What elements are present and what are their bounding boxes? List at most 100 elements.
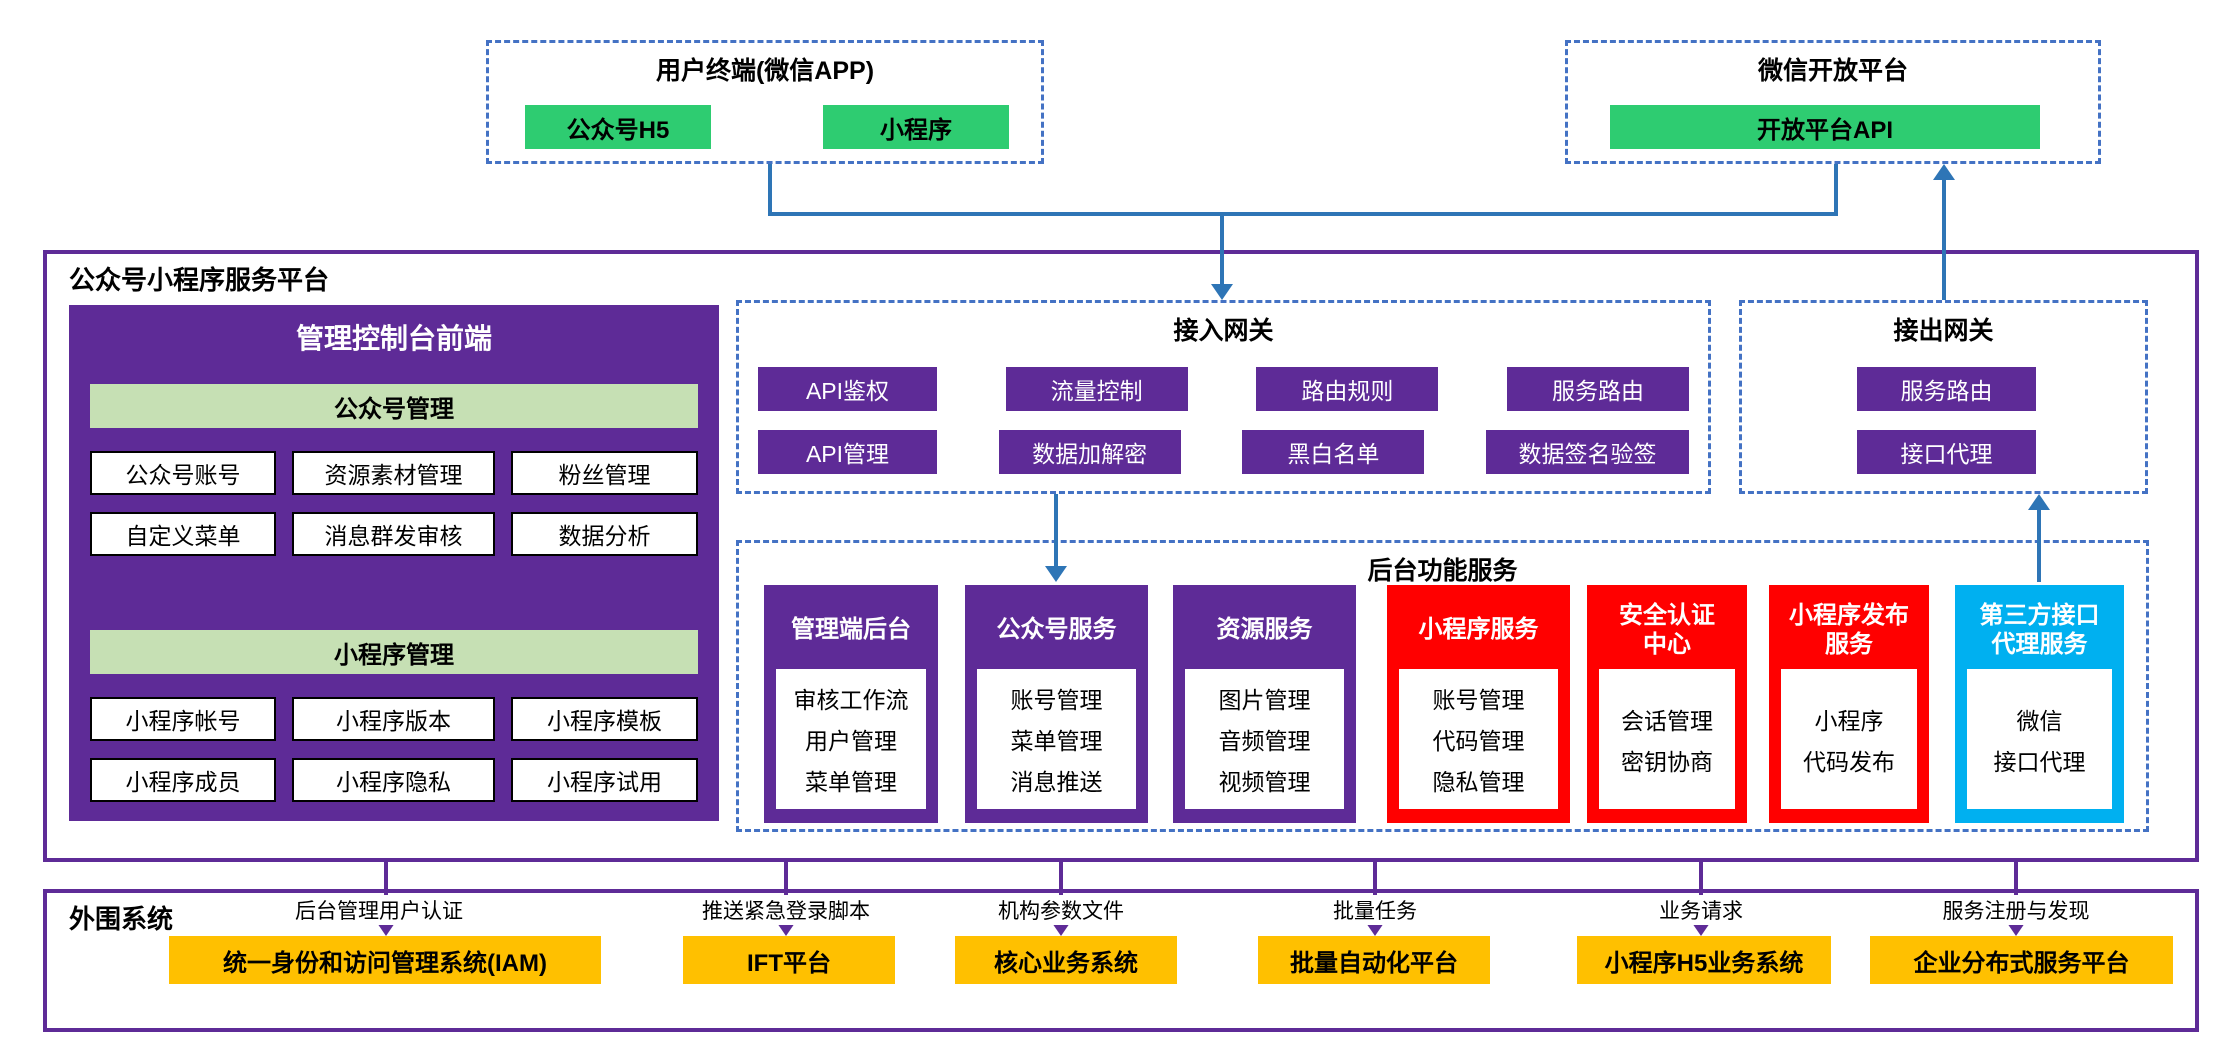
- system-mp-h5: 小程序H5业务系统: [1577, 936, 1831, 984]
- connection-label: 业务请求: [1653, 895, 1749, 925]
- service-item: 代码发布: [1803, 748, 1895, 775]
- service-title: 资源服务: [1216, 616, 1313, 644]
- egress-gateway: 接出网关 服务路由 接口代理: [1739, 300, 2148, 494]
- service-admin-backend: 管理端后台 审核工作流 用户管理 菜单管理: [764, 585, 938, 823]
- gateway-item: API管理: [758, 430, 937, 474]
- connection-label: 机构参数文件: [992, 895, 1130, 925]
- platform-frame: 公众号小程序服务平台 管理控制台前端 公众号管理 公众号账号 资源素材管理 粉丝…: [43, 250, 2199, 862]
- console-cell: 小程序成员: [90, 758, 276, 802]
- console-cell: 小程序帐号: [90, 697, 276, 741]
- service-item: 音频管理: [1218, 728, 1311, 754]
- service-item: 隐私管理: [1432, 769, 1525, 795]
- arrowhead-to-ingress: [1211, 284, 1233, 300]
- service-item: 账号管理: [1010, 687, 1103, 713]
- arrow-to-distributed-line: [2014, 862, 2018, 921]
- arrow-egress-to-openapi-line: [1942, 179, 1946, 300]
- user-terminal-group: 用户终端(微信APP) 公众号H5 小程序: [486, 40, 1044, 164]
- service-item: 微信: [2016, 707, 2063, 734]
- service-thirdparty-proxy: 第三方接口 代理服务 微信 接口代理: [1955, 585, 2124, 823]
- service-body: 图片管理 音频管理 视频管理: [1185, 669, 1344, 809]
- egress-gateway-title: 接出网关: [1893, 317, 1994, 345]
- service-body: 小程序 代码发布: [1781, 669, 1917, 809]
- ingress-gateway-title: 接入网关: [1173, 317, 1274, 345]
- console-cell: 粉丝管理: [511, 451, 698, 495]
- arrow-to-iam-line: [384, 862, 388, 921]
- arrow-to-core-line: [1059, 862, 1063, 921]
- arrowhead-ingress-to-backend: [1045, 566, 1067, 582]
- service-body: 微信 接口代理: [1967, 669, 2112, 809]
- system-distributed-service: 企业分布式服务平台: [1870, 936, 2173, 984]
- gateway-item: 服务路由: [1506, 367, 1689, 411]
- connection-label: 后台管理用户认证: [289, 895, 469, 925]
- console-cell: 小程序试用: [511, 758, 698, 802]
- service-item: 图片管理: [1218, 687, 1311, 713]
- console-cell: 消息群发审核: [292, 512, 495, 556]
- gateway-item: API鉴权: [758, 367, 937, 411]
- service-official-account: 公众号服务 账号管理 菜单管理 消息推送: [965, 585, 1148, 823]
- ingress-gateway: 接入网关 API鉴权 流量控制 路由规则 服务路由 API管理 数据加解密 黑白…: [736, 300, 1711, 494]
- backend-services-group: 后台功能服务 管理端后台 审核工作流 用户管理 菜单管理 公众号服务 账号管理 …: [736, 540, 2149, 832]
- ingress-row-1: API鉴权 流量控制 路由规则 服务路由: [758, 367, 1689, 411]
- system-ift: IFT平台: [683, 936, 895, 984]
- console-cell: 数据分析: [511, 512, 698, 556]
- arrow-ingress-to-backend-line: [1054, 494, 1058, 567]
- service-item: 菜单管理: [805, 769, 897, 795]
- arrowhead-proxy-to-egress: [2028, 494, 2050, 510]
- official-account-grid: 公众号账号 资源素材管理 粉丝管理 自定义菜单 消息群发审核 数据分析: [90, 451, 698, 556]
- wechat-open-group: 微信开放平台 开放平台API: [1565, 40, 2101, 164]
- arrowhead-egress-to-openapi: [1933, 164, 1955, 180]
- service-miniprogram: 小程序服务 账号管理 代码管理 隐私管理: [1387, 585, 1570, 823]
- service-item: 小程序: [1814, 707, 1884, 734]
- wechat-open-title: 微信开放平台: [1757, 57, 1908, 85]
- arrow-to-batch-line: [1373, 862, 1377, 921]
- connection-label: 推送紧急登录脚本: [696, 895, 876, 925]
- user-terminal-title: 用户终端(微信APP): [655, 57, 875, 85]
- service-item: 视频管理: [1218, 769, 1311, 795]
- arrow-to-h5-line: [1699, 862, 1703, 921]
- backend-services-title: 后台功能服务: [1367, 557, 1518, 585]
- service-item: 账号管理: [1432, 687, 1525, 713]
- service-body: 审核工作流 用户管理 菜单管理: [776, 669, 926, 809]
- connection-label: 服务注册与发现: [1936, 895, 2096, 925]
- gateway-item: 服务路由: [1857, 367, 2036, 411]
- service-mp-release: 小程序发布 服务 小程序 代码发布: [1769, 585, 1929, 823]
- console-cell: 自定义菜单: [90, 512, 276, 556]
- service-title: 小程序服务: [1418, 616, 1539, 644]
- arrow-to-ift-line: [784, 862, 788, 921]
- platform-title: 公众号小程序服务平台: [69, 265, 330, 295]
- section-header-official-account: 公众号管理: [90, 384, 698, 428]
- gateway-item: 接口代理: [1857, 430, 2036, 474]
- gateway-item: 黑白名单: [1242, 430, 1425, 474]
- gateway-item: 路由规则: [1256, 367, 1439, 411]
- peripheral-title: 外围系统: [69, 904, 174, 934]
- gateway-item: 流量控制: [1005, 367, 1188, 411]
- service-item: 用户管理: [805, 728, 897, 754]
- service-title: 管理端后台: [791, 616, 911, 644]
- connection-label: 批量任务: [1327, 895, 1423, 925]
- service-item: 会话管理: [1621, 707, 1713, 734]
- section-header-miniprogram: 小程序管理: [90, 630, 698, 674]
- console-panel: 管理控制台前端 公众号管理 公众号账号 资源素材管理 粉丝管理 自定义菜单 消息…: [69, 305, 719, 821]
- service-body: 会话管理 密钥协商: [1599, 669, 1735, 809]
- miniprogram-grid: 小程序帐号 小程序版本 小程序模板 小程序成员 小程序隐私 小程序试用: [90, 697, 698, 802]
- arrow-openapi-down-segment: [1834, 164, 1838, 214]
- node-open-api: 开放平台API: [1610, 105, 2040, 149]
- service-body: 账号管理 菜单管理 消息推送: [977, 669, 1136, 809]
- system-iam: 统一身份和访问管理系统(IAM): [169, 936, 601, 984]
- service-title: 小程序发布 服务: [1789, 601, 1909, 658]
- service-item: 接口代理: [1993, 748, 2086, 775]
- gateway-item: 数据签名验签: [1485, 430, 1689, 474]
- service-item: 审核工作流: [793, 687, 909, 713]
- console-cell: 小程序模板: [511, 697, 698, 741]
- gateway-item: 数据加解密: [998, 430, 1181, 474]
- arrow-horizontal-bus: [768, 212, 1838, 216]
- arrow-proxy-to-egress-line: [2037, 509, 2041, 582]
- node-miniprogram: 小程序: [823, 105, 1009, 149]
- service-title: 第三方接口 代理服务: [1979, 601, 2100, 658]
- service-item: 菜单管理: [1010, 728, 1103, 754]
- console-cell: 小程序隐私: [292, 758, 495, 802]
- console-cell: 公众号账号: [90, 451, 276, 495]
- service-item: 消息推送: [1010, 769, 1103, 795]
- node-h5: 公众号H5: [525, 105, 711, 149]
